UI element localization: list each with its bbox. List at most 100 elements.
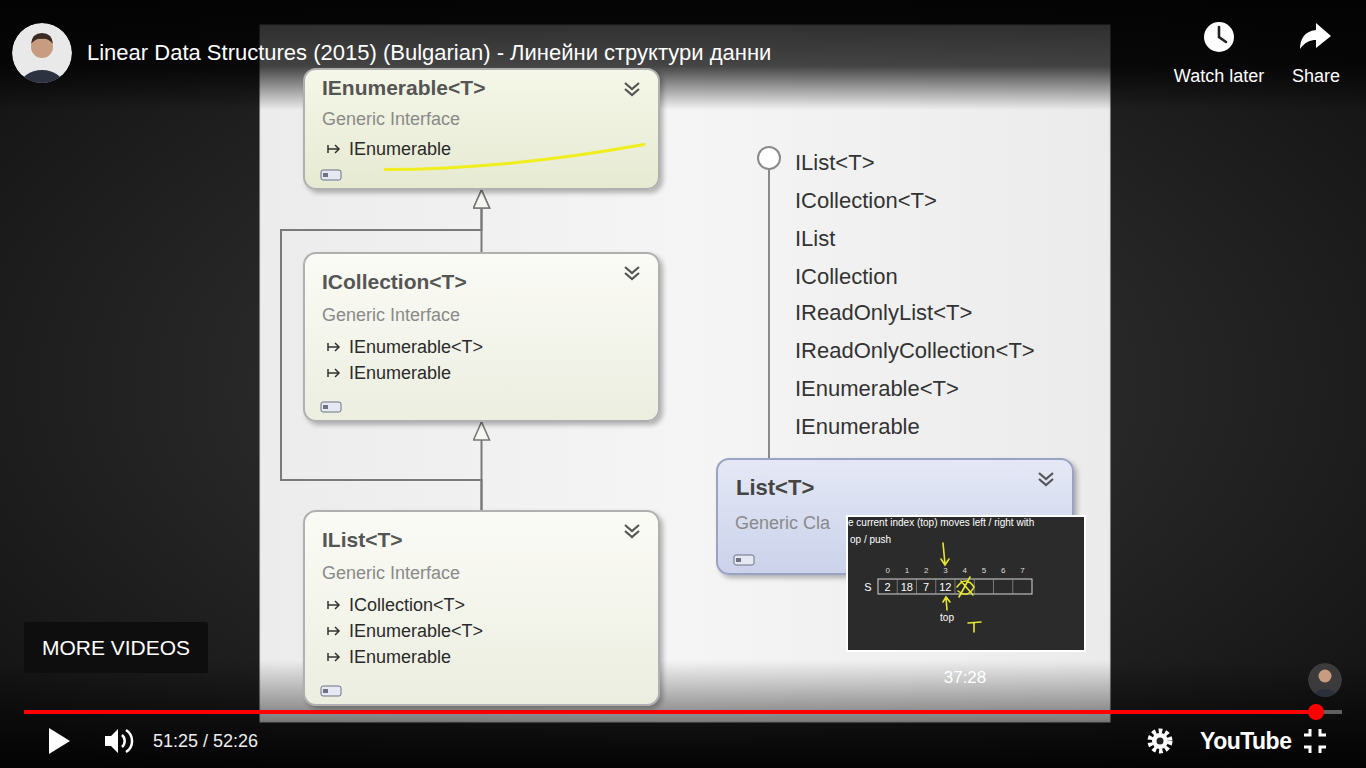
inherit-icon — [326, 598, 342, 612]
implemented-interface: IReadOnlyList<T> — [795, 300, 972, 325]
inherit-icon — [326, 366, 342, 380]
lollipop-symbol — [758, 147, 780, 459]
settings-gear — [1157, 738, 1164, 745]
share-icon — [1300, 23, 1331, 49]
channel-avatar — [12, 23, 72, 102]
array-diagram — [878, 579, 1032, 594]
implemented-interface: ICollection<T> — [795, 188, 937, 213]
channel-avatar — [20, 70, 64, 102]
watch-later-icon — [1204, 22, 1234, 52]
progress-bar — [24, 710, 1342, 714]
array-value: 12 — [939, 581, 951, 594]
type-name: ICollection<T> — [322, 268, 658, 296]
chalk-marks — [941, 543, 949, 565]
thumbnail-caption: e current index (top) moves left / right… — [848, 517, 1034, 529]
inherited-interface: IEnumerable<T> — [349, 621, 483, 642]
action-label: Share — [1292, 66, 1340, 87]
shape-icon — [320, 400, 344, 414]
share-icon — [1300, 23, 1331, 49]
shape-icon — [323, 173, 328, 177]
inherited-row: IEnumerable<T> — [326, 334, 658, 360]
watch-later-icon — [1219, 27, 1226, 42]
shape-icon — [733, 553, 757, 567]
highlight-stroke — [385, 145, 644, 170]
shape-icon — [323, 405, 328, 409]
action-label: Watch later — [1174, 66, 1264, 87]
chalk-marks — [968, 622, 981, 632]
inherit-icon — [328, 653, 339, 661]
exit-fullscreen-icon — [1304, 729, 1326, 753]
play-icon — [49, 728, 70, 754]
shape-icon — [736, 558, 741, 562]
type-name: List<T> — [736, 474, 1072, 502]
implemented-interface: IReadOnlyCollection<T> — [795, 338, 1035, 363]
exit-fullscreen-icon — [1304, 729, 1326, 753]
shape-icon — [323, 689, 328, 693]
pointer-label: top — [940, 612, 954, 624]
settings-gear — [1152, 733, 1168, 749]
shape-icon — [321, 402, 341, 412]
button-label: MORE VIDEOS — [42, 635, 190, 661]
collapse-chevron — [625, 267, 639, 279]
interface-box: IList<T>Generic InterfaceICollection<T>I… — [303, 510, 660, 706]
interface-box: ICollection<T> Generic InterfaceIEnumerab… — [303, 252, 660, 422]
volume-icon — [122, 735, 125, 747]
inherited-interface: IEnumerable — [349, 647, 451, 668]
slide-panel — [260, 25, 1110, 722]
collapse-chevron — [1039, 473, 1053, 485]
inherited-row: IEnumerable — [326, 360, 658, 386]
inherited-interface: IEnumerable — [349, 139, 451, 160]
type-kind: Generic Interface — [322, 106, 658, 132]
array-index: 2 — [924, 566, 928, 575]
inherited-interface: IEnumerable — [349, 363, 451, 384]
implemented-interface: IEnumerable — [795, 414, 920, 439]
inherit-icon — [326, 650, 342, 664]
array-index: 5 — [982, 566, 986, 575]
collapse-chevron — [622, 80, 642, 98]
more-videos-button: MORE VIDEOS — [24, 622, 208, 673]
time-display: 51:25 / 52:26 — [153, 731, 258, 752]
lollipop-symbol — [768, 169, 770, 459]
array-index: 7 — [1020, 566, 1024, 575]
inherit-icon — [328, 369, 339, 377]
play-icon — [49, 728, 70, 754]
array-index: 6 — [1001, 566, 1005, 575]
shape-icon — [321, 686, 341, 696]
implemented-interface: ICollection — [795, 264, 898, 289]
inherit-icon — [326, 340, 342, 354]
channel-avatar — [31, 33, 53, 44]
collapse-chevron — [622, 264, 642, 282]
inherit-icon — [326, 142, 342, 156]
lollipop-symbol — [758, 147, 780, 169]
watermark-avatar — [1319, 670, 1332, 683]
collapse-chevron — [625, 83, 639, 95]
inherited-interface: IEnumerable<T> — [349, 337, 483, 358]
thumbnail-frame — [847, 516, 1085, 651]
top-shade — [0, 0, 1366, 110]
array-diagram — [878, 579, 1032, 594]
video-title: Linear Data Structures (2015) (Bulgarian… — [87, 40, 771, 66]
implemented-interface: IList — [795, 226, 835, 251]
array-index: 0 — [885, 566, 889, 575]
youtube-logo: YouTube — [1200, 728, 1291, 754]
volume-icon — [126, 730, 132, 752]
array-name: S — [864, 581, 871, 594]
collapse-chevron — [622, 522, 642, 540]
implemented-interface: IEnumerable<T> — [795, 376, 959, 401]
type-name: IList<T> — [322, 526, 658, 554]
type-name: IEnumerable<T> — [322, 74, 658, 102]
shape-icon — [734, 555, 754, 565]
array-value: 7 — [923, 581, 929, 594]
preview-time: 37:28 — [944, 668, 987, 688]
inherited-row: IEnumerable — [326, 136, 658, 162]
chalk-marks — [941, 543, 981, 632]
inherit-icon — [326, 624, 342, 638]
array-index: 4 — [962, 566, 966, 575]
settings-gear — [1150, 731, 1170, 751]
chalk-marks — [943, 597, 950, 610]
type-kind: Generic Interface — [322, 302, 658, 328]
shape-icon — [320, 168, 344, 182]
array-index: 1 — [905, 566, 909, 575]
collapse-chevron — [625, 525, 639, 537]
